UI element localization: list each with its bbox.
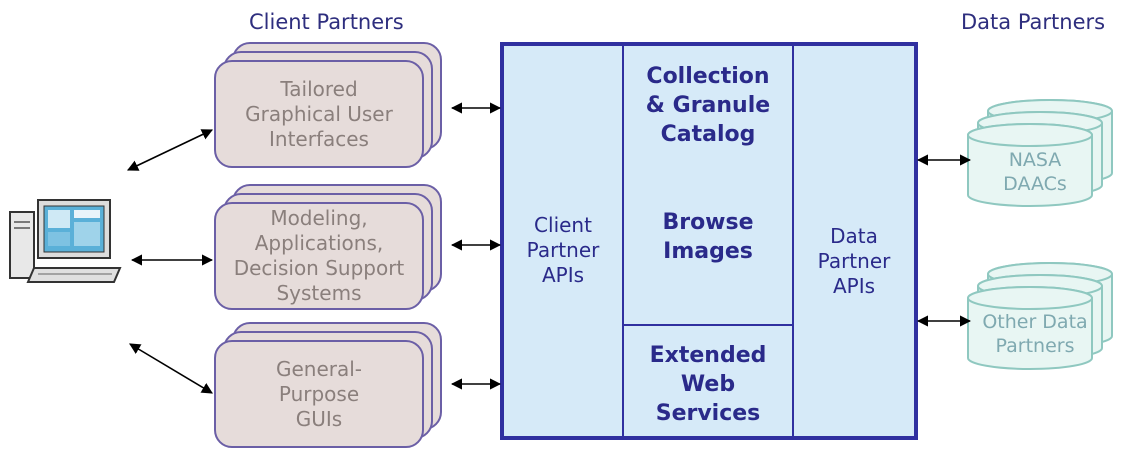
client-partner-apis-label: Client Partner APIs <box>526 213 600 287</box>
browse-images-label: Browse Images <box>662 210 754 264</box>
arrow-computer-to-general <box>129 343 213 394</box>
database-cylinder-icon <box>967 262 1113 370</box>
other-data-partners-label: Other Data Partners <box>982 311 1088 357</box>
hub-divider-left <box>622 46 624 436</box>
data-partners-header: Data Partners <box>961 10 1106 34</box>
client-stack-general-purpose: General- Purpose GUIs <box>214 322 442 450</box>
collection-catalog-label: Collection & Granule Catalog <box>645 64 771 147</box>
client-stack-tailored-gui: Tailored Graphical User Interfaces <box>214 42 442 170</box>
client-stack-label: General- Purpose GUIs <box>275 356 363 431</box>
nasa-daacs-label: NASA DAACs <box>1003 149 1067 195</box>
client-stack-modeling: Modeling, Applications, Decision Support… <box>214 184 442 312</box>
client-stack-label: Modeling, Applications, Decision Support… <box>233 206 405 305</box>
client-partners-header: Client Partners <box>249 10 404 34</box>
hub-divider-horizontal <box>624 324 792 326</box>
central-hub-box: Client Partner APIs Collection & Granule… <box>500 42 918 440</box>
other-data-partners-database: Other Data Partners <box>960 260 1140 370</box>
hub-divider-right <box>792 46 794 436</box>
nasa-daacs-database: NASA DAACs <box>960 97 1140 207</box>
client-stack-label: Tailored Graphical User Interfaces <box>245 76 393 151</box>
arrow-computer-to-tailored <box>126 129 214 171</box>
extended-web-services-label: Extended Web Services <box>649 343 767 426</box>
database-cylinder-icon <box>967 99 1113 207</box>
desktop-computer-icon <box>9 199 122 283</box>
data-partner-apis-label: Data Partner APIs <box>817 224 891 298</box>
